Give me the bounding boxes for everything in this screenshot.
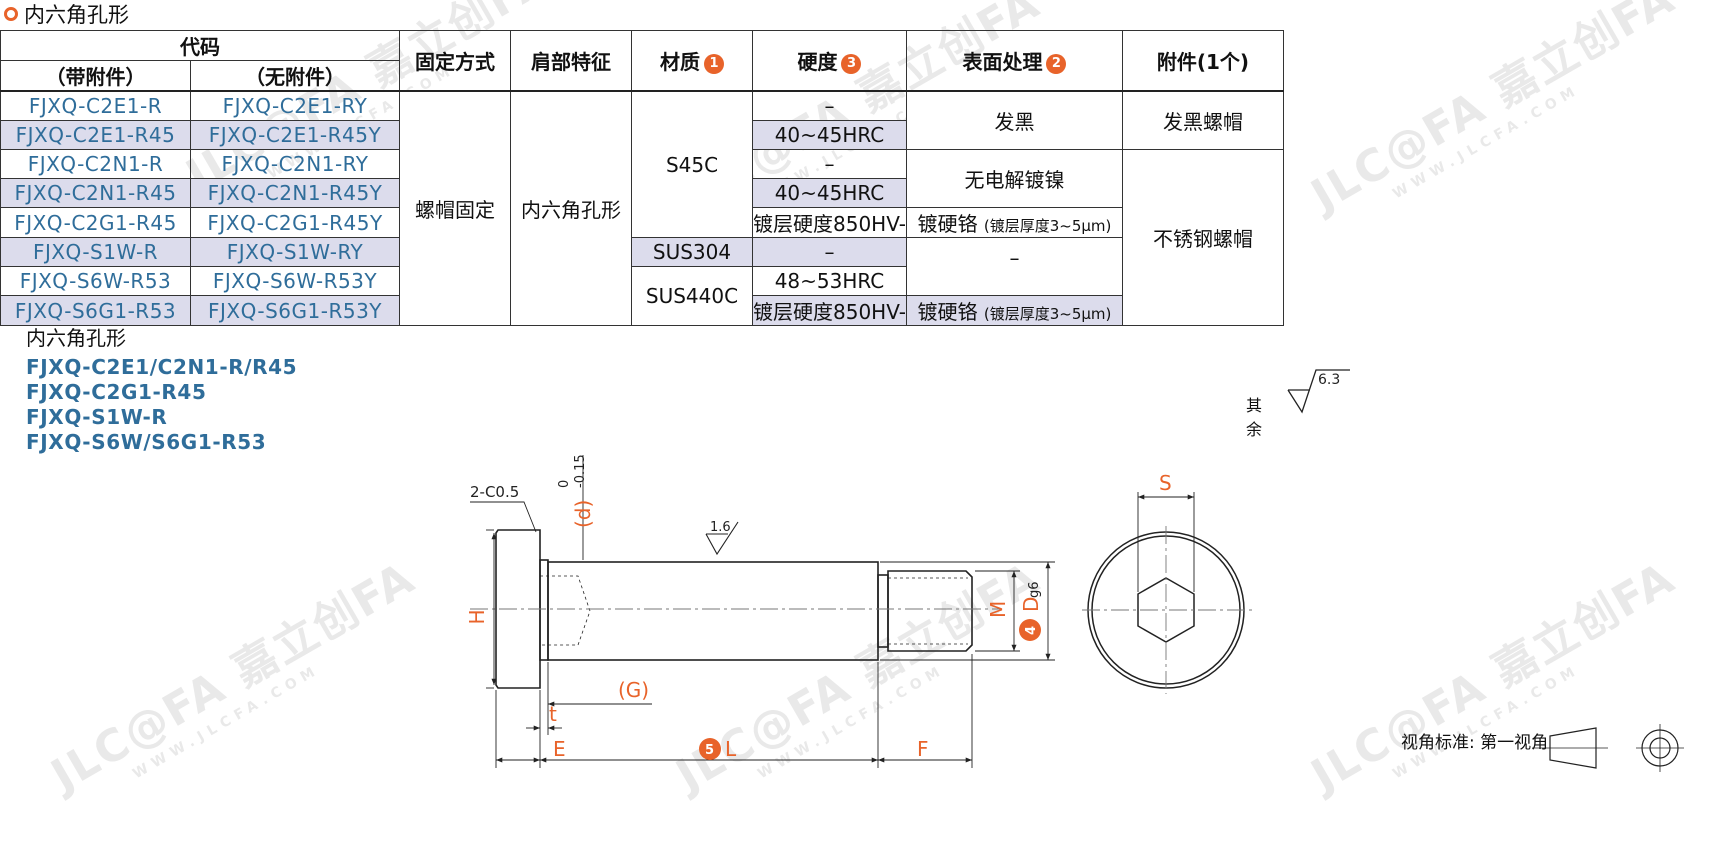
header-accessory: 附件(1个): [1121, 30, 1284, 92]
model-item: FJXQ-C2E1/C2N1-R/R45: [26, 355, 298, 379]
svg-text:t: t: [549, 702, 557, 726]
bolt-shoulder: [547, 561, 879, 661]
note-2-badge: 2: [1046, 53, 1067, 74]
model-item: FJXQ-S1W-R: [26, 405, 168, 429]
svg-text:(G): (G): [618, 678, 649, 702]
note-1-badge: 1: [704, 53, 724, 74]
svg-text:H: H: [465, 609, 489, 624]
sub-section-title: 内六角孔形: [26, 326, 126, 350]
table-row: FJXQ-C2E1-R45 FJXQ-C2E1-R45Y 40~45HRC: [0, 120, 1284, 150]
svg-text:(d): (d): [571, 500, 595, 528]
svg-text:1.6: 1.6: [710, 520, 731, 535]
header-shoulder: 肩部特征: [510, 30, 632, 92]
svg-text:2-C0.5: 2-C0.5: [470, 483, 519, 501]
svg-text:S: S: [1159, 471, 1172, 495]
bolt-neck: [877, 574, 889, 648]
svg-text:4: 4: [1024, 626, 1039, 635]
svg-text:6.3: 6.3: [1318, 372, 1340, 388]
bolt-thread: [887, 570, 973, 652]
material-s45c: S45C: [631, 90, 753, 238]
table-row: FJXQ-S1W-R FJXQ-S1W-RY SUS304 – –: [0, 237, 1284, 296]
header-without-accessory: （无附件）: [190, 60, 400, 92]
section-header: 内六角孔形: [4, 1, 129, 27]
shoulder-cell: 内六角孔形: [510, 90, 632, 326]
svg-text:M: M: [986, 601, 1010, 618]
table-row: FJXQ-C2G1-R45 FJXQ-C2G1-R45Y 镀层硬度850HV- …: [0, 207, 1284, 238]
svg-text:D: D: [1019, 597, 1043, 612]
view-standard-label: 视角标准: 第一视角: [1401, 733, 1549, 753]
svg-text:F: F: [917, 737, 929, 761]
model-item: FJXQ-C2G1-R45: [26, 380, 207, 404]
svg-text:0: 0: [557, 480, 572, 488]
projection-symbol-icon: [1532, 724, 1684, 772]
svg-text:5: 5: [705, 743, 714, 758]
section-title: 内六角孔形: [24, 3, 129, 27]
bolt-head: [495, 529, 541, 689]
svg-text:-0.15: -0.15: [573, 454, 588, 488]
svg-text:L: L: [725, 737, 737, 761]
svg-text:g6: g6: [1027, 581, 1042, 598]
model-item: FJXQ-S6W/S6G1-R53: [26, 430, 267, 454]
table-row: FJXQ-C2N1-R FJXQ-C2N1-RY – 无电解镀镍 不锈钢螺帽: [0, 149, 1284, 326]
table-row: FJXQ-S6G1-R53 FJXQ-S6G1-R53Y 镀层硬度850HV- …: [0, 295, 1284, 326]
note-3-badge: 3: [841, 53, 862, 74]
model-list: 内六角孔形 FJXQ-C2E1/C2N1-R/R45 FJXQ-C2G1-R45…: [26, 322, 297, 455]
header-with-accessory: （带附件）: [0, 60, 191, 92]
svg-text:E: E: [553, 737, 566, 761]
table-row: FJXQ-C2N1-R45 FJXQ-C2N1-R45Y 40~45HRC: [0, 178, 1284, 208]
roughness-symbol-icon: 6.3: [1287, 369, 1350, 414]
circle-bullet-icon: [4, 7, 18, 21]
